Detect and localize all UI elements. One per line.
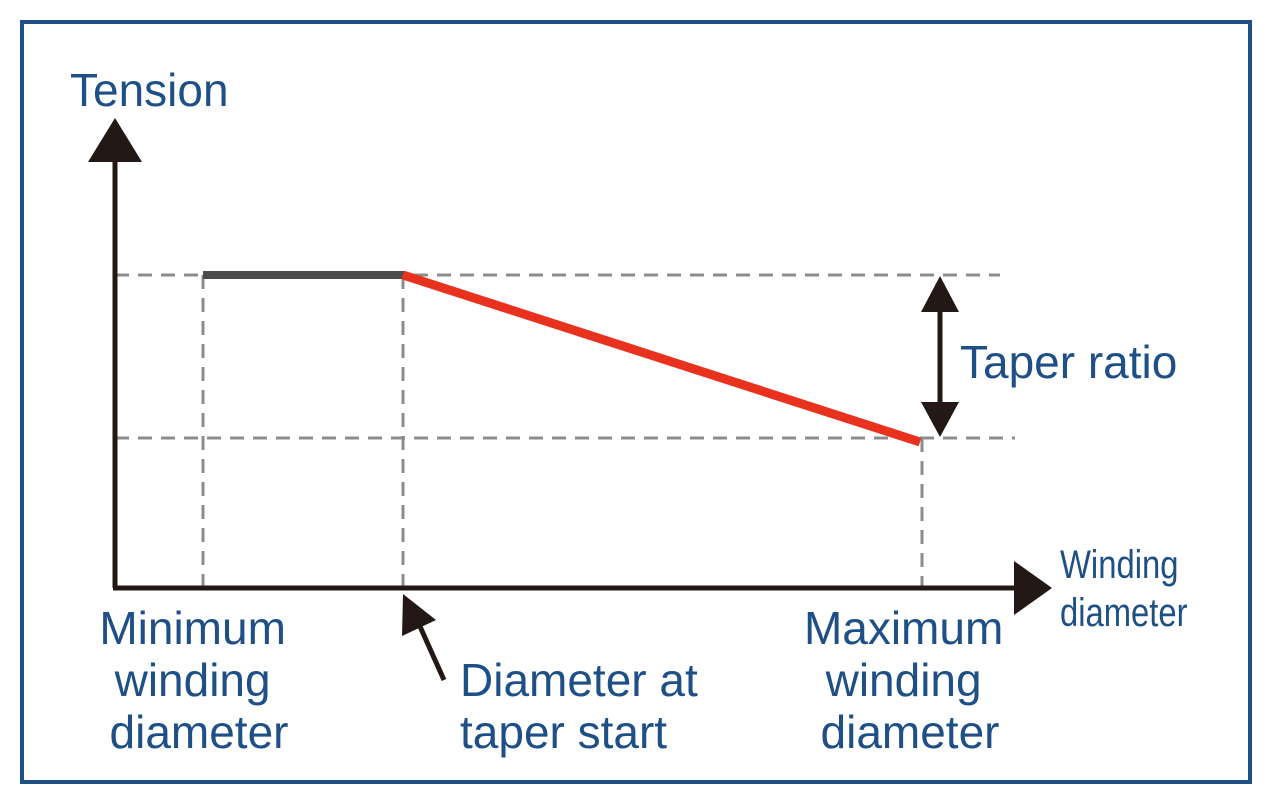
taper-start-pointer-arrow-icon — [402, 594, 447, 682]
x-axis-arrow-icon — [1014, 561, 1052, 615]
min-diameter-label-line-1: Minimum — [99, 602, 286, 654]
taper-start-label: Diameter at taper start — [460, 654, 711, 758]
x-axis-label: Winding diameter — [1060, 542, 1188, 635]
max-diameter-label-line-1: Maximum — [804, 602, 1003, 654]
y-axis-arrow-icon — [88, 118, 142, 162]
taper-ratio-label: Taper ratio — [960, 336, 1177, 388]
taper-start-label-line-1: Diameter at — [460, 654, 698, 706]
y-axis-label: Tension — [70, 64, 229, 116]
max-diameter-label-line-3: diameter — [821, 706, 1000, 758]
min-diameter-label-line-3: diameter — [110, 706, 289, 758]
min-diameter-label-line-2: winding — [114, 654, 271, 706]
taper-start-label-line-2: taper start — [460, 706, 667, 758]
guide-lines — [115, 273, 1015, 588]
taper-ratio-double-arrow-icon — [921, 276, 959, 437]
min-diameter-label: Minimum winding diameter — [99, 602, 298, 758]
x-axis-label-line-2: diameter — [1060, 590, 1188, 635]
max-diameter-label: Maximum winding diameter — [804, 602, 1016, 758]
taper-tension-segment — [401, 270, 922, 447]
x-axis-label-line-1: Winding — [1060, 542, 1178, 587]
max-diameter-label-line-2: winding — [825, 654, 982, 706]
diagram-frame — [20, 20, 1252, 784]
